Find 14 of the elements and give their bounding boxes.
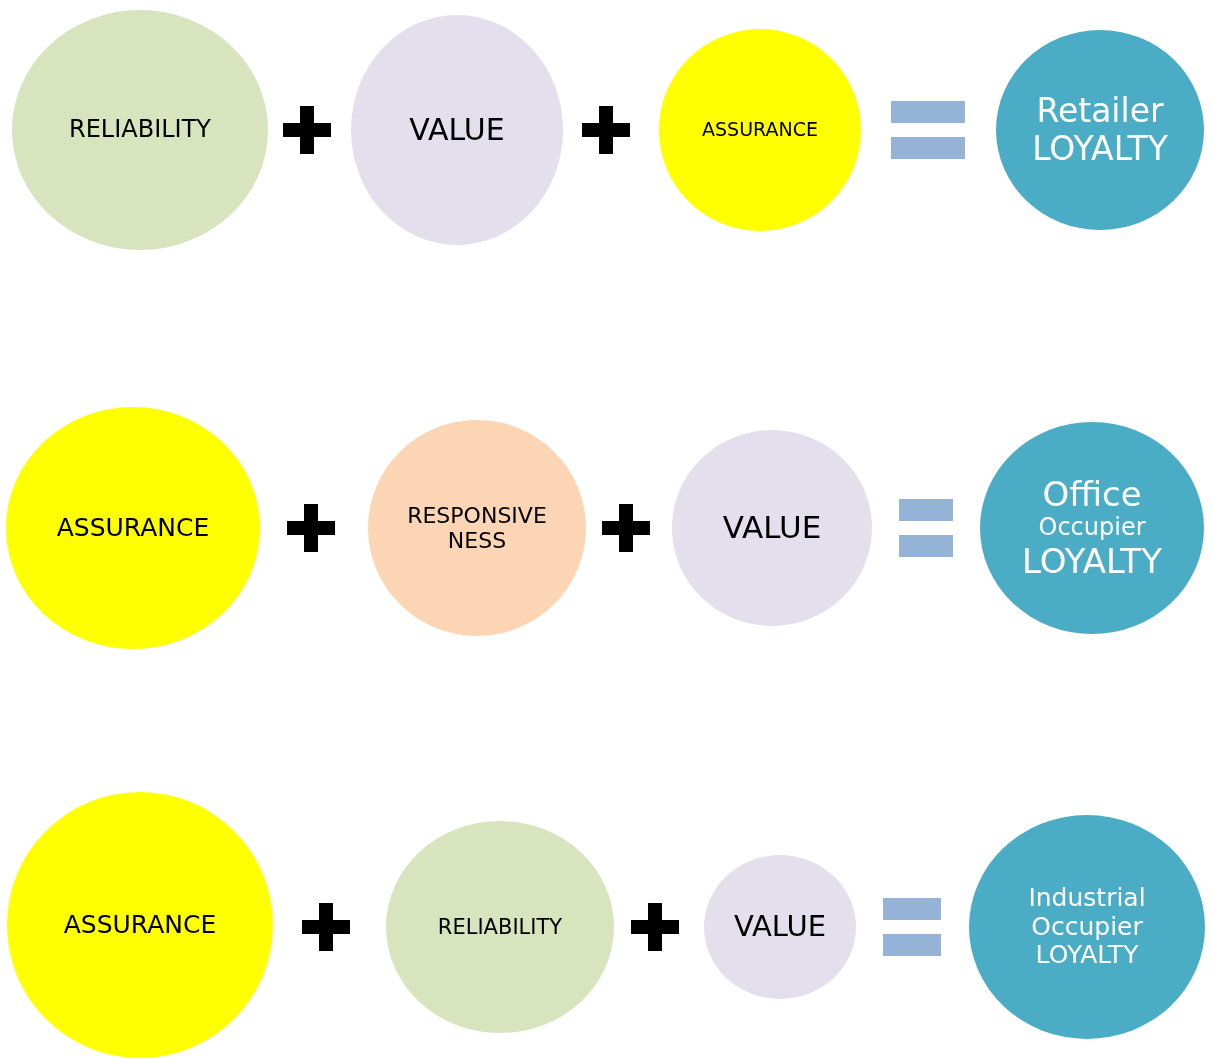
node-label: VALUE <box>733 910 827 944</box>
node-label: Retailer LOYALTY <box>1031 92 1169 168</box>
node-label: RELIABILITY <box>437 914 563 940</box>
node-label: RESPONSIVE NESS <box>406 502 548 554</box>
node-label: Office <box>1042 475 1142 515</box>
node-label: LOYALTY <box>1022 541 1162 581</box>
node-label: RELIABILITY <box>69 116 211 144</box>
node-label: VALUE <box>409 112 505 148</box>
node-label: ASSURANCE <box>56 513 210 543</box>
node-label: ASSURANCE <box>702 119 818 141</box>
node-label: VALUE <box>722 510 822 546</box>
node-label: Industrial Occupier LOYALTY <box>1027 883 1147 971</box>
node-label: Occupier <box>1038 514 1146 542</box>
node-label: ASSURANCE <box>63 910 217 940</box>
